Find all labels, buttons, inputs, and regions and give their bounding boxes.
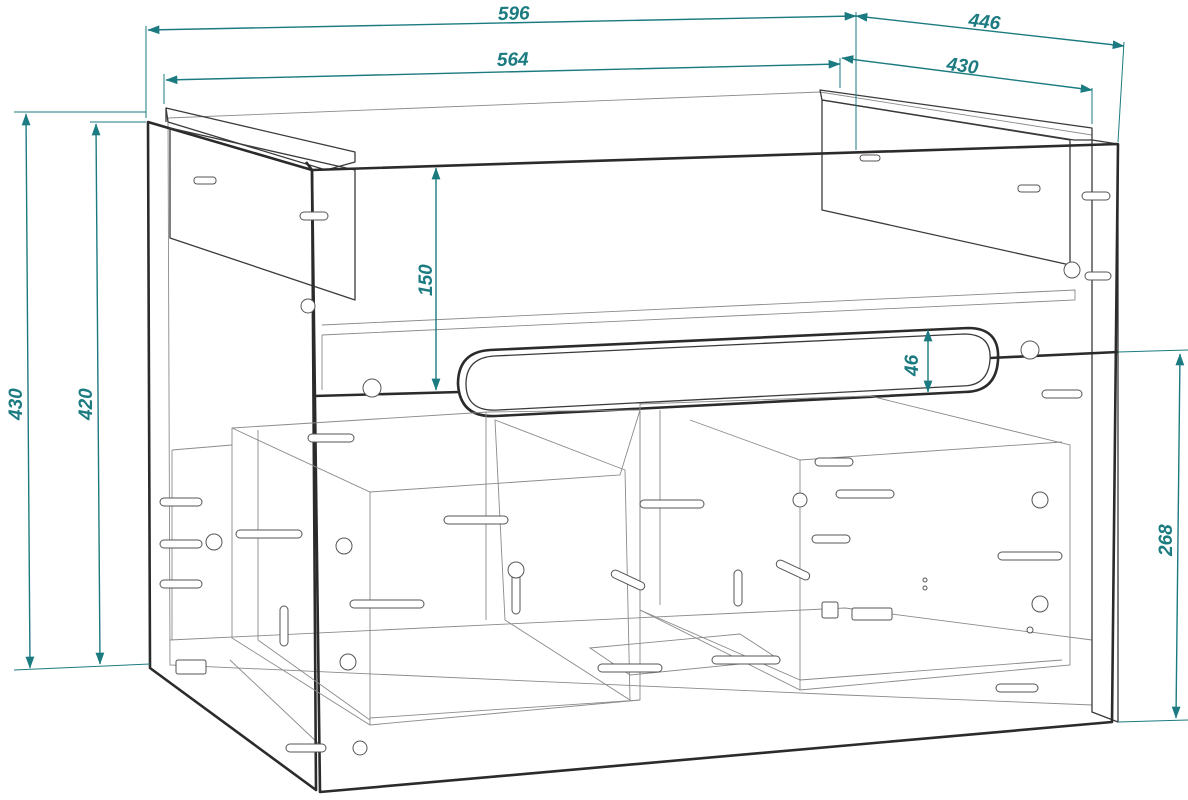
right-rail-inner: [821, 99, 1071, 266]
dim-line-drawer-height: [1171, 353, 1185, 719]
dim-line-inner-depth: [841, 55, 1093, 93]
drawer-divider: [494, 419, 631, 701]
dim-label-total-depth: 446: [966, 10, 1001, 35]
left-rail-inner: [169, 127, 356, 301]
dim-label-side-height: 420: [76, 388, 97, 421]
bottom-panel-hidden: [169, 607, 1093, 641]
dim-label-handle: 46: [902, 354, 923, 377]
dim-line-side-height: [91, 123, 105, 665]
dim-label-inner-width: 564: [497, 49, 530, 71]
dim-label-drawer-height: 268: [1156, 524, 1177, 557]
right-top-rail: [819, 89, 1093, 141]
left-side-panel: [146, 120, 318, 792]
dimensions: 596 564 446 430 430 420 150 46 268: [6, 3, 1188, 723]
left-top-rail: [165, 107, 356, 171]
bottom-panel-hidden-2: [229, 659, 321, 746]
cabinet-body: [146, 89, 1120, 794]
dim-label-total-width: 596: [498, 3, 531, 25]
back-panel: [167, 91, 1093, 706]
dim-line-total-width: [147, 11, 857, 35]
dim-line-inner-width: [165, 59, 841, 85]
dim-label-total-height: 430: [6, 388, 27, 421]
front-face: [310, 142, 1120, 794]
dowels: [159, 154, 1112, 756]
drawer-left-box: [231, 409, 641, 726]
drawer-right-box: [639, 395, 1071, 691]
handle-cutout: [456, 326, 1000, 418]
dim-label-inner-depth: 430: [944, 54, 979, 79]
drawer-boxes: [171, 395, 1071, 726]
dim-line-total-depth: [855, 12, 1125, 50]
dim-line-total-height: [21, 113, 35, 669]
drawer-split-line: [313, 390, 461, 398]
dim-label-top-rail: 150: [416, 264, 437, 296]
